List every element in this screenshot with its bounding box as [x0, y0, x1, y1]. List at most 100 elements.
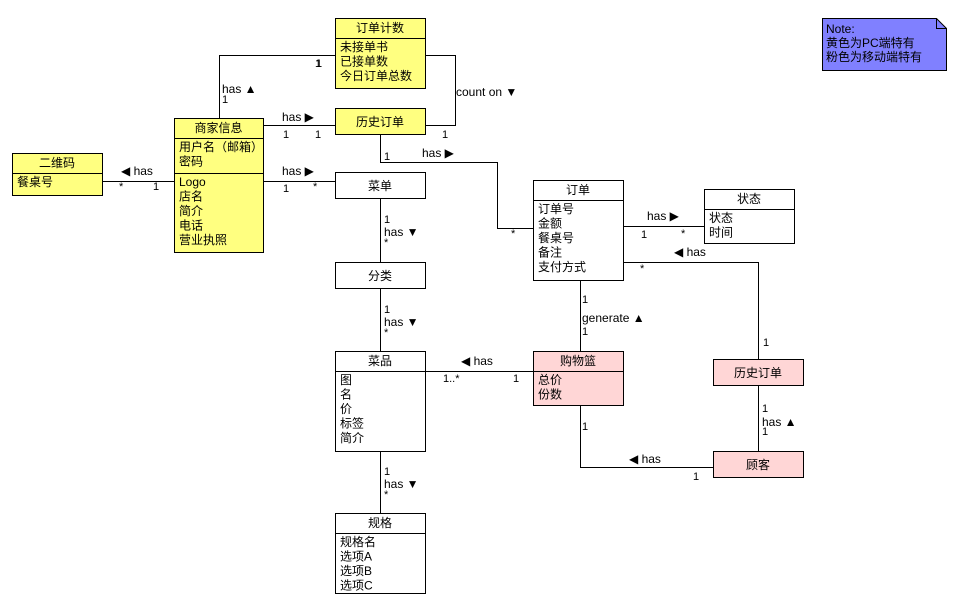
association-annotation-dish-spec: has ▼1*	[384, 466, 419, 501]
multiplicity-b: *	[511, 228, 516, 240]
class-attribute: 餐桌号	[538, 230, 574, 245]
class-customer: 顾客	[713, 451, 804, 478]
association-annotation-history-order: has ▶1*	[384, 146, 516, 240]
class-attribute: 今日订单总数	[340, 68, 412, 83]
association-label: has ▼	[384, 315, 419, 329]
class-attribute: 备注	[538, 245, 562, 260]
association-annotation-category-dish: has ▼1*	[384, 304, 419, 339]
class-attribute: 总价	[538, 373, 562, 387]
note-line: 粉色为移动端特有	[826, 49, 922, 64]
class-attribute: 简介	[340, 431, 364, 445]
class-box	[174, 118, 264, 253]
class-title: 菜品	[368, 354, 392, 368]
class-title: 订单计数	[356, 20, 404, 35]
association-cart-customer	[580, 405, 714, 468]
association-annotation-historymobile-customer: has ▲11	[762, 403, 797, 438]
class-box	[335, 262, 426, 289]
class-attribute: 选项A	[340, 550, 372, 564]
class-title: 状态	[737, 192, 761, 206]
association-label: has ▶	[282, 110, 315, 124]
multiplicity-a: 1	[283, 129, 289, 141]
multiplicity-b: 1	[693, 471, 699, 483]
class-attribute: 支付方式	[538, 259, 586, 274]
association-annotation-menu-category: has ▼1*	[384, 214, 419, 249]
class-attribute: Logo	[179, 175, 206, 189]
note-fold	[936, 18, 947, 29]
class-box	[533, 180, 624, 281]
class-attribute: 店名	[179, 189, 203, 204]
association-annotation-merchant-ordercount: has ▲11	[222, 58, 321, 106]
multiplicity-a: 1	[222, 94, 228, 106]
note-box	[822, 18, 947, 71]
class-box	[335, 172, 426, 199]
class-attribute: 用户名（邮箱）	[179, 139, 263, 154]
class-attribute: 密码	[179, 154, 203, 169]
multiplicity-b: 1	[315, 58, 321, 70]
multiplicity-b: *	[384, 489, 389, 501]
class-box	[533, 351, 624, 406]
multiplicity-a: *	[119, 181, 124, 193]
association-annotation-order-cart: generate ▲11	[582, 294, 645, 338]
class-attribute: 价	[340, 402, 352, 416]
class-box	[335, 351, 426, 452]
class-attribute: 选项B	[340, 564, 372, 578]
association-label: has ▲	[762, 415, 797, 429]
class-box	[713, 359, 804, 386]
class-title: 菜单	[368, 179, 392, 193]
class-attribute: 选项C	[340, 579, 373, 593]
class-attribute: 份数	[538, 387, 562, 402]
multiplicity-a: *	[640, 263, 645, 275]
association-annotation-ordercount-history: count on ▼11	[316, 58, 517, 141]
class-title: 商家信息	[194, 120, 242, 135]
multiplicity-a: 1	[316, 58, 322, 70]
class-attribute: 状态	[709, 211, 733, 225]
multiplicity-b: 1	[442, 129, 448, 141]
class-category: 分类	[335, 262, 426, 289]
multiplicity-a: 1	[384, 466, 390, 478]
class-box	[335, 18, 426, 89]
class-history-order-mobile: 历史订单	[713, 359, 804, 386]
association-label: has ▼	[384, 225, 419, 239]
association-annotation-qr-merchant: ◀ has * 1	[119, 164, 159, 193]
class-attribute: 营业执照	[179, 233, 227, 247]
class-box	[12, 153, 103, 196]
class-attribute: 简介	[179, 204, 203, 218]
multiplicity-b: 1	[153, 181, 159, 193]
multiplicity-b: 1	[513, 373, 519, 385]
multiplicity-b: 1	[763, 337, 769, 349]
association-label: ◀ has	[461, 354, 493, 368]
class-title: 分类	[368, 269, 392, 283]
multiplicity-a: 1..*	[443, 373, 460, 385]
multiplicity-a: 1	[641, 229, 647, 241]
class-title: 历史订单	[356, 115, 404, 129]
class-attribute: 金额	[538, 216, 562, 231]
class-attribute: 图	[340, 373, 352, 387]
class-title: 顾客	[746, 457, 770, 472]
class-attribute: 未接单书	[340, 39, 388, 54]
multiplicity-a: 1	[384, 304, 390, 316]
class-attribute: 规格名	[340, 534, 376, 549]
association-ordercount-history	[425, 55, 456, 126]
multiplicity-b: 1	[315, 129, 321, 141]
association-label: generate ▲	[582, 311, 645, 325]
class-box	[704, 189, 795, 244]
association-label: ◀ has	[121, 164, 153, 178]
association-label: has ▶	[647, 209, 680, 223]
association-order-historymobile	[623, 262, 759, 360]
multiplicity-b: *	[384, 237, 389, 249]
multiplicity-a: 1	[582, 421, 588, 433]
association-label: has ▲	[222, 82, 257, 96]
class-box	[335, 108, 426, 135]
class-attribute: 时间	[709, 226, 733, 240]
